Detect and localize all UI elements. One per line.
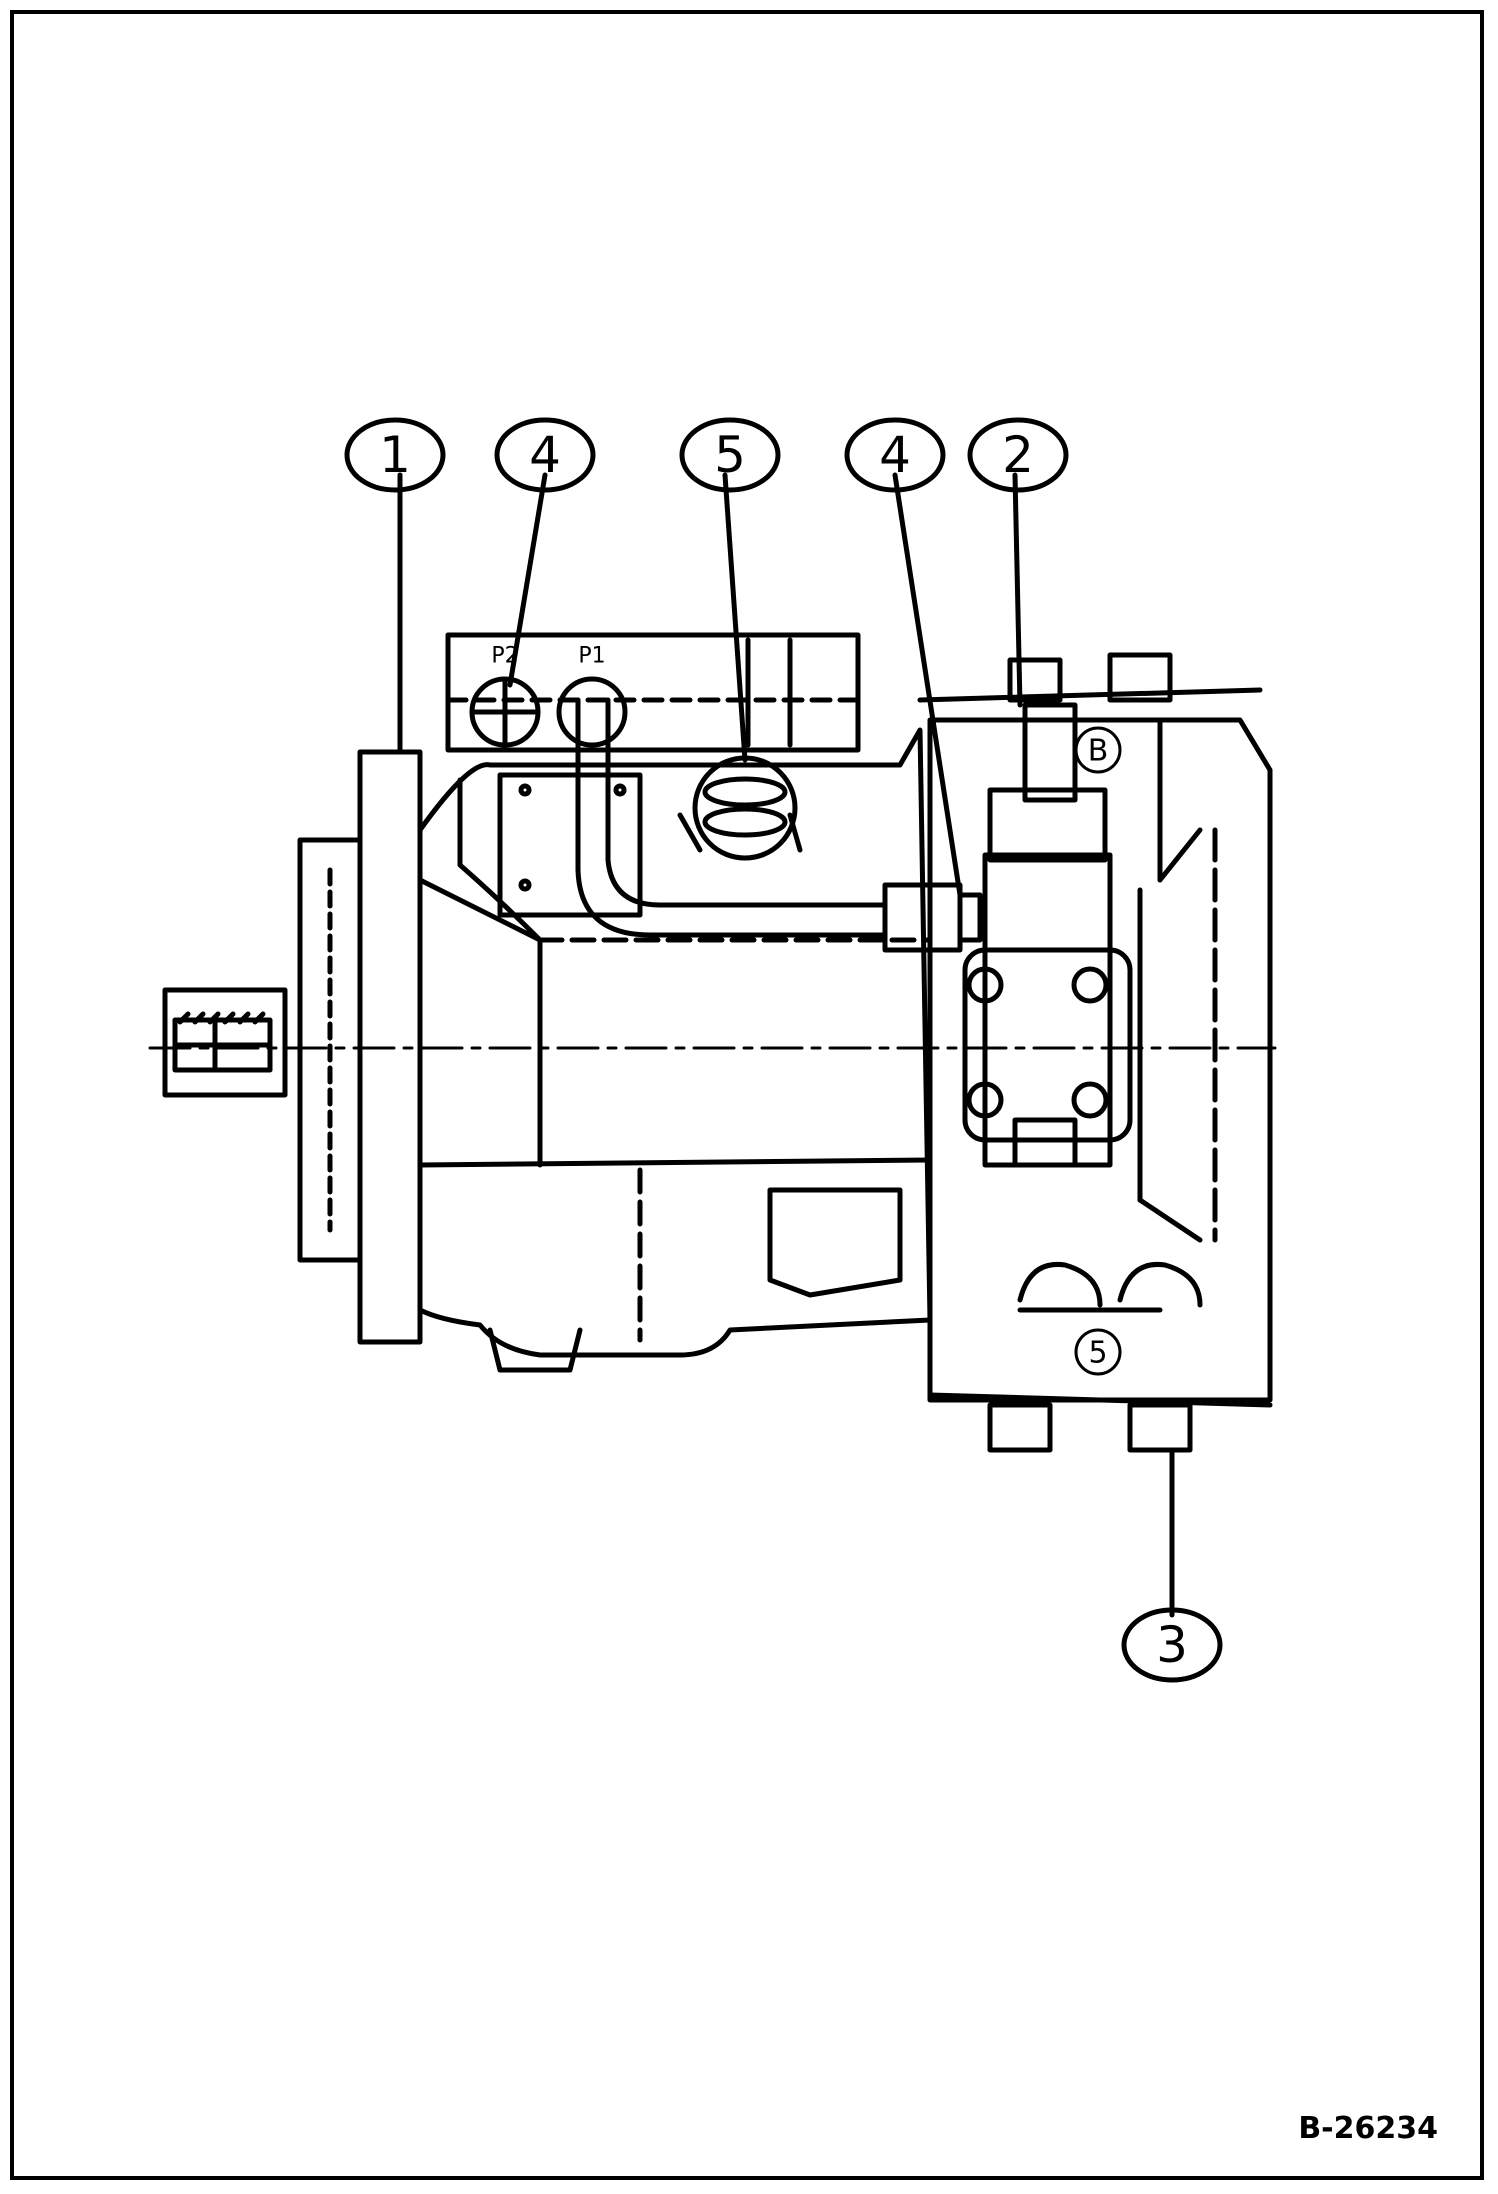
callout-1: 1 — [379, 426, 411, 484]
control-regulator — [962, 702, 1133, 1168]
drain-fitting — [677, 755, 803, 861]
callout-4a: 4 — [529, 426, 561, 484]
drawing-code: B-26234 — [1298, 2111, 1438, 2146]
callout-5-ring — [679, 417, 781, 493]
port-p1-label: P1 — [578, 644, 605, 669]
port-b-label: B — [1088, 734, 1109, 769]
callout-3-ring — [1121, 1607, 1223, 1683]
top-valve-block — [445, 632, 861, 918]
pump-housing — [417, 727, 933, 1373]
port-p2-label: P2 — [491, 644, 518, 669]
inner-5-label: 5 — [1088, 1336, 1107, 1371]
leader-4a — [507, 472, 548, 688]
callout-3: 3 — [1156, 1616, 1188, 1674]
callout-2-ring — [967, 417, 1069, 493]
drawing-frame — [10, 10, 1484, 2180]
top-bolts — [1007, 652, 1173, 703]
drive-shaft — [162, 987, 288, 1098]
port-b-ring — [1074, 726, 1122, 774]
inner-5-ring — [1074, 1328, 1122, 1376]
rear-end-cap — [917, 687, 1273, 1408]
leader-2 — [1012, 472, 1023, 708]
pilot-line — [575, 697, 983, 953]
callout-4b: 4 — [879, 426, 911, 484]
leader-5 — [722, 472, 748, 763]
callout-4b-ring — [844, 417, 946, 493]
callout-5: 5 — [714, 426, 746, 484]
callout-2: 2 — [1002, 426, 1034, 484]
bottom-bolts — [987, 1402, 1193, 1453]
callout-1-ring — [344, 417, 446, 493]
port-p1 — [556, 676, 628, 748]
callout-4a-ring — [494, 417, 596, 493]
port-p2 — [469, 676, 541, 748]
leader-4b — [892, 472, 963, 898]
